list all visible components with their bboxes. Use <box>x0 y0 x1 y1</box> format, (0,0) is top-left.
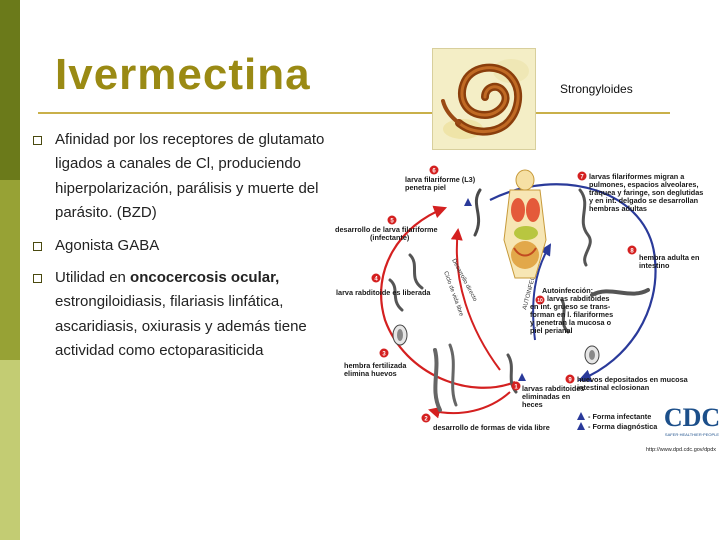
filariform-larva-worm <box>473 188 482 237</box>
step-num-10: 10 <box>537 298 543 304</box>
step-num-2: 2 <box>424 417 428 423</box>
human-body-figure <box>503 169 547 279</box>
life-cycle-diagram: Ciclo de vida libre Desarrollo directo A… <box>335 165 720 453</box>
bullet-item-gaba: Agonista GABA <box>30 234 335 258</box>
step-num-6: 6 <box>432 169 436 175</box>
bottom-arrow <box>428 391 511 419</box>
cdc-logo: CDC SAFER·HEALTHIER·PEOPLE <box>664 396 720 446</box>
bullet-item-mechanism: Afinidad por los receptores de glutamato… <box>30 128 335 226</box>
autoinfection-arrow <box>532 243 552 341</box>
diagnostic-form-marker <box>518 373 526 381</box>
sidebar-band-mid <box>0 180 20 360</box>
rhabditiform-larva-worm <box>388 278 404 312</box>
migrating-larva-worm <box>578 188 592 267</box>
bullet-marker <box>33 136 42 145</box>
step-circle-3 <box>379 348 389 358</box>
bullet-text-suffix: estrongiloidiasis, filariasis linfática,… <box>55 293 307 360</box>
cdc-url: http://www.dpd.cdc.gov/dpdx <box>646 447 716 453</box>
diagram-legend: - Forma infectante - Forma diagnóstica <box>577 412 658 431</box>
step-label-5: desarrollo de larva filariforme (infecta… <box>335 225 440 242</box>
autoinfection-larva-worm <box>560 298 570 334</box>
parasitic-arc <box>489 183 657 383</box>
bullet-marker <box>33 274 42 284</box>
step-circle-5 <box>387 215 397 225</box>
infective-larva-worm <box>408 253 424 290</box>
step-circle-6 <box>429 165 439 175</box>
direct-development-arrow <box>450 228 501 371</box>
step-num-8: 8 <box>630 249 634 255</box>
sidebar-band-dark <box>0 0 20 180</box>
step-label-7: larvas filariformes migran a pulmones, e… <box>589 172 705 213</box>
free-living-male-worm <box>448 343 458 407</box>
legend-infective-icon <box>577 412 585 420</box>
step-label-4: larva rabditoide es liberada <box>336 288 431 297</box>
bullet-item-uses: Utilidad en oncocercosis ocular, estrong… <box>30 266 335 364</box>
step-num-4: 4 <box>374 277 378 283</box>
free-living-arc <box>380 205 516 389</box>
sidebar-decoration <box>0 0 20 540</box>
strongyloides-photo <box>432 48 536 150</box>
step-numbers: 1 2 3 4 5 6 7 8 9 10 <box>371 165 637 423</box>
embryonated-eggs <box>392 324 600 365</box>
slide-title: Ivermectina <box>55 50 311 99</box>
bullet-list: Afinidad por los receptores de glutamato… <box>30 128 335 372</box>
bullet-text: Agonista GABA <box>55 236 160 254</box>
legend-infective-label: - Forma infectante <box>588 412 651 421</box>
step-num-5: 5 <box>390 219 394 225</box>
step-labels: larvas rabditoides eliminadas en heces d… <box>335 172 705 432</box>
step-label-1: larvas rabditoides eliminadas en heces <box>522 384 587 409</box>
adult-female-worm <box>590 288 650 297</box>
title-underline <box>38 112 670 114</box>
bullet-marker <box>33 241 42 251</box>
step-circle-10 <box>535 295 545 305</box>
step-label-3: hembra fertilizada elimina huevos <box>344 361 408 378</box>
cdc-logo-tagline: SAFER·HEALTHIER·PEOPLE <box>665 432 719 437</box>
bullet-text: Afinidad por los receptores de glutamato… <box>55 131 325 222</box>
step-circle-1 <box>511 381 521 391</box>
free-living-adult-worm <box>433 348 442 412</box>
step-num-7: 7 <box>580 175 584 181</box>
step-num-3: 3 <box>382 352 386 358</box>
legend-diagnostic-label: - Forma diagnóstica <box>588 422 658 431</box>
step-label-8: hembra adulta en intestino <box>639 253 701 270</box>
step-circle-8 <box>627 245 637 255</box>
step-circle-4 <box>371 273 381 283</box>
step-circle-2 <box>421 413 431 423</box>
bullet-text-bold: oncocercosis ocular, <box>130 269 280 287</box>
step-label-9: huevos depositados en mucosa intestinal … <box>577 375 690 392</box>
worm-image <box>433 49 535 149</box>
infective-form-marker <box>464 198 472 206</box>
step-num-9: 9 <box>568 378 572 384</box>
step-circle-7 <box>577 171 587 181</box>
step-label-6: larva filariforme (L3) penetra piel <box>405 175 477 192</box>
cdc-logo-text: CDC <box>664 403 720 432</box>
cdc-logo-bg <box>664 396 720 446</box>
bullet-text-prefix: Utilidad en <box>55 269 131 287</box>
step-label-10: Autoinfección: larvas rabditoides en int… <box>530 286 615 335</box>
step-num-1: 1 <box>514 385 518 391</box>
photo-caption: Strongyloides <box>560 82 633 96</box>
sidebar-band-light <box>0 360 20 540</box>
step-circle-9 <box>565 374 575 384</box>
legend-diagnostic-icon <box>577 422 585 430</box>
step-label-2: desarrollo de formas de vida libre <box>433 423 550 432</box>
